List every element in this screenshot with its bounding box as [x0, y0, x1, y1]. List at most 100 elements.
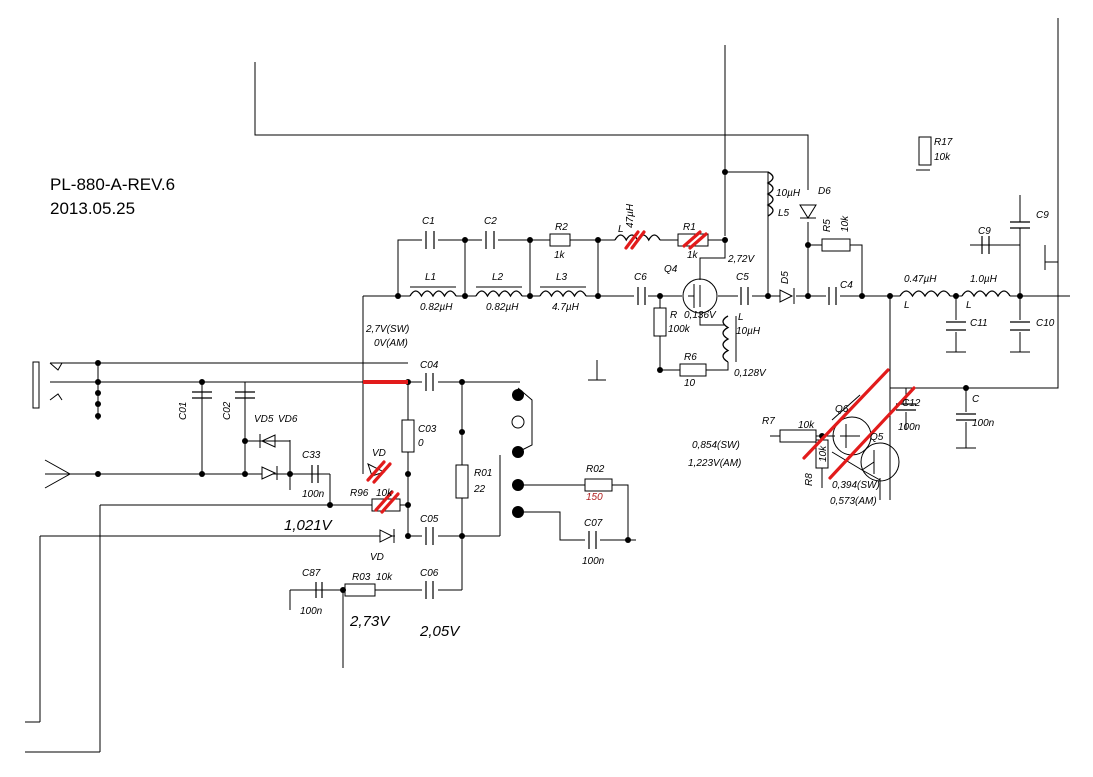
label-d5: D5 [780, 271, 791, 284]
label-c87-value: 100n [300, 606, 323, 617]
label-vd-top: VD [372, 448, 386, 459]
label-c4: C4 [840, 280, 853, 291]
resistors [344, 136, 932, 597]
capacitors [192, 221, 1030, 599]
label-r2-value: 1k [554, 250, 566, 261]
label-c07-value: 100n [582, 556, 605, 567]
label-r7: R7 [762, 416, 775, 427]
label-q6: Q6 [835, 404, 849, 415]
label-c12-value: 100n [898, 422, 921, 433]
labels: C1 C2 R2 1k L 47µH R1 1k L1 0.82µH L2 0.… [178, 137, 1055, 617]
voltage-0-394: 0,394(SW) [832, 480, 880, 491]
voltage-2-05: 2,05V [419, 623, 461, 640]
label-l-10b: L [966, 300, 972, 311]
label-l-47-value: 47µH [625, 203, 636, 228]
label-l-047: L [904, 300, 910, 311]
label-r5: R5 [822, 219, 833, 232]
label-l-47: L [618, 224, 624, 235]
label-c05: C05 [420, 514, 439, 525]
label-c02: C02 [222, 401, 233, 420]
label-c87: C87 [302, 568, 321, 579]
voltage-2-72: 2,72V [727, 254, 755, 265]
label-r2: R2 [555, 222, 568, 233]
label-r01: R01 [474, 468, 492, 479]
connectors [32, 361, 525, 518]
label-r6: R6 [684, 352, 697, 363]
voltage-0-136: 0,136V [684, 310, 717, 321]
voltage-1-021: 1,021V [284, 517, 334, 534]
label-r1-value: 1k [687, 250, 699, 261]
label-c03-value: 0 [418, 438, 424, 449]
label-vd-bot: VD [370, 552, 384, 563]
junction-dots [95, 169, 1023, 593]
label-r8: R8 [804, 473, 815, 486]
label-c: C [972, 394, 980, 405]
semiconductors [245, 204, 900, 543]
label-l-10-value: 10µH [736, 326, 761, 337]
label-r02-value: 150 [586, 492, 603, 503]
label-c12: C12 [902, 398, 921, 409]
label-c04: C04 [420, 360, 439, 371]
label-r7-value: 10k [798, 420, 815, 431]
label-d6: D6 [818, 186, 831, 197]
label-c06: C06 [420, 568, 439, 579]
label-c9: C9 [1036, 210, 1049, 221]
label-l5: L5 [778, 208, 790, 219]
label-l2: L2 [492, 272, 504, 283]
wires [25, 18, 1070, 753]
voltage-0-128: 0,128V [734, 368, 767, 379]
voltage-2-73: 2,73V [349, 613, 391, 630]
label-l2-value: 0.82µH [486, 302, 519, 313]
label-q4: Q4 [664, 264, 678, 275]
schematic-date: 2013.05.25 [50, 199, 135, 218]
label-l3-value: 4.7µH [552, 302, 580, 313]
schematic-title: PL-880-A-REV.6 [50, 175, 175, 194]
label-r02: R02 [586, 464, 605, 475]
voltage-0-573: 0,573(AM) [830, 496, 877, 507]
label-r96-value: 10k [376, 488, 393, 499]
voltage-0-am: 0V(AM) [374, 338, 408, 349]
label-r01-value: 22 [473, 484, 486, 495]
red-markup [363, 230, 916, 514]
label-q5: Q5 [870, 432, 884, 443]
label-l-047-value: 0.47µH [904, 274, 937, 285]
label-c33: C33 [302, 450, 321, 461]
label-c07: C07 [584, 518, 603, 529]
label-r5-value: 10k [840, 215, 851, 232]
label-r17-value: 10k [934, 152, 951, 163]
label-r03-value: 10k [376, 572, 393, 583]
label-l-10b-value: 1.0µH [970, 274, 998, 285]
label-c03: C03 [418, 424, 437, 435]
voltage-2-7-sw: 2,7V(SW) [365, 324, 409, 335]
label-c10: C10 [1036, 318, 1055, 329]
label-r: R [670, 310, 677, 321]
label-r1: R1 [683, 222, 696, 233]
voltage-annotations: 2,7V(SW) 0V(AM) 2,72V 0,136V 0,128V 0,85… [284, 254, 880, 640]
label-r6-value: 10 [684, 378, 696, 389]
label-vd5: VD5 [254, 414, 274, 425]
label-r-value: 100k [668, 324, 691, 335]
inductors [409, 171, 1011, 363]
label-r03: R03 [352, 572, 371, 583]
label-c33-value: 100n [302, 489, 325, 500]
label-c-value: 100n [972, 418, 995, 429]
label-c9-small: C9 [978, 226, 991, 237]
label-l-10: L [738, 312, 744, 323]
label-l1: L1 [425, 272, 436, 283]
label-c5: C5 [736, 272, 749, 283]
label-l3: L3 [556, 272, 568, 283]
label-c01: C01 [178, 402, 189, 420]
voltage-0-854: 0,854(SW) [692, 440, 740, 451]
label-c11: C11 [970, 318, 988, 329]
label-r8-value: 10k [818, 445, 829, 462]
label-r17: R17 [934, 137, 953, 148]
label-l5-value: 10µH [776, 188, 801, 199]
label-c1: C1 [422, 216, 435, 227]
voltage-1-223: 1,223V(AM) [688, 458, 741, 469]
label-r96: R96 [350, 488, 369, 499]
label-l1-value: 0.82µH [420, 302, 453, 313]
label-vd6: VD6 [278, 414, 298, 425]
label-c6: C6 [634, 272, 647, 283]
label-c2: C2 [484, 216, 497, 227]
